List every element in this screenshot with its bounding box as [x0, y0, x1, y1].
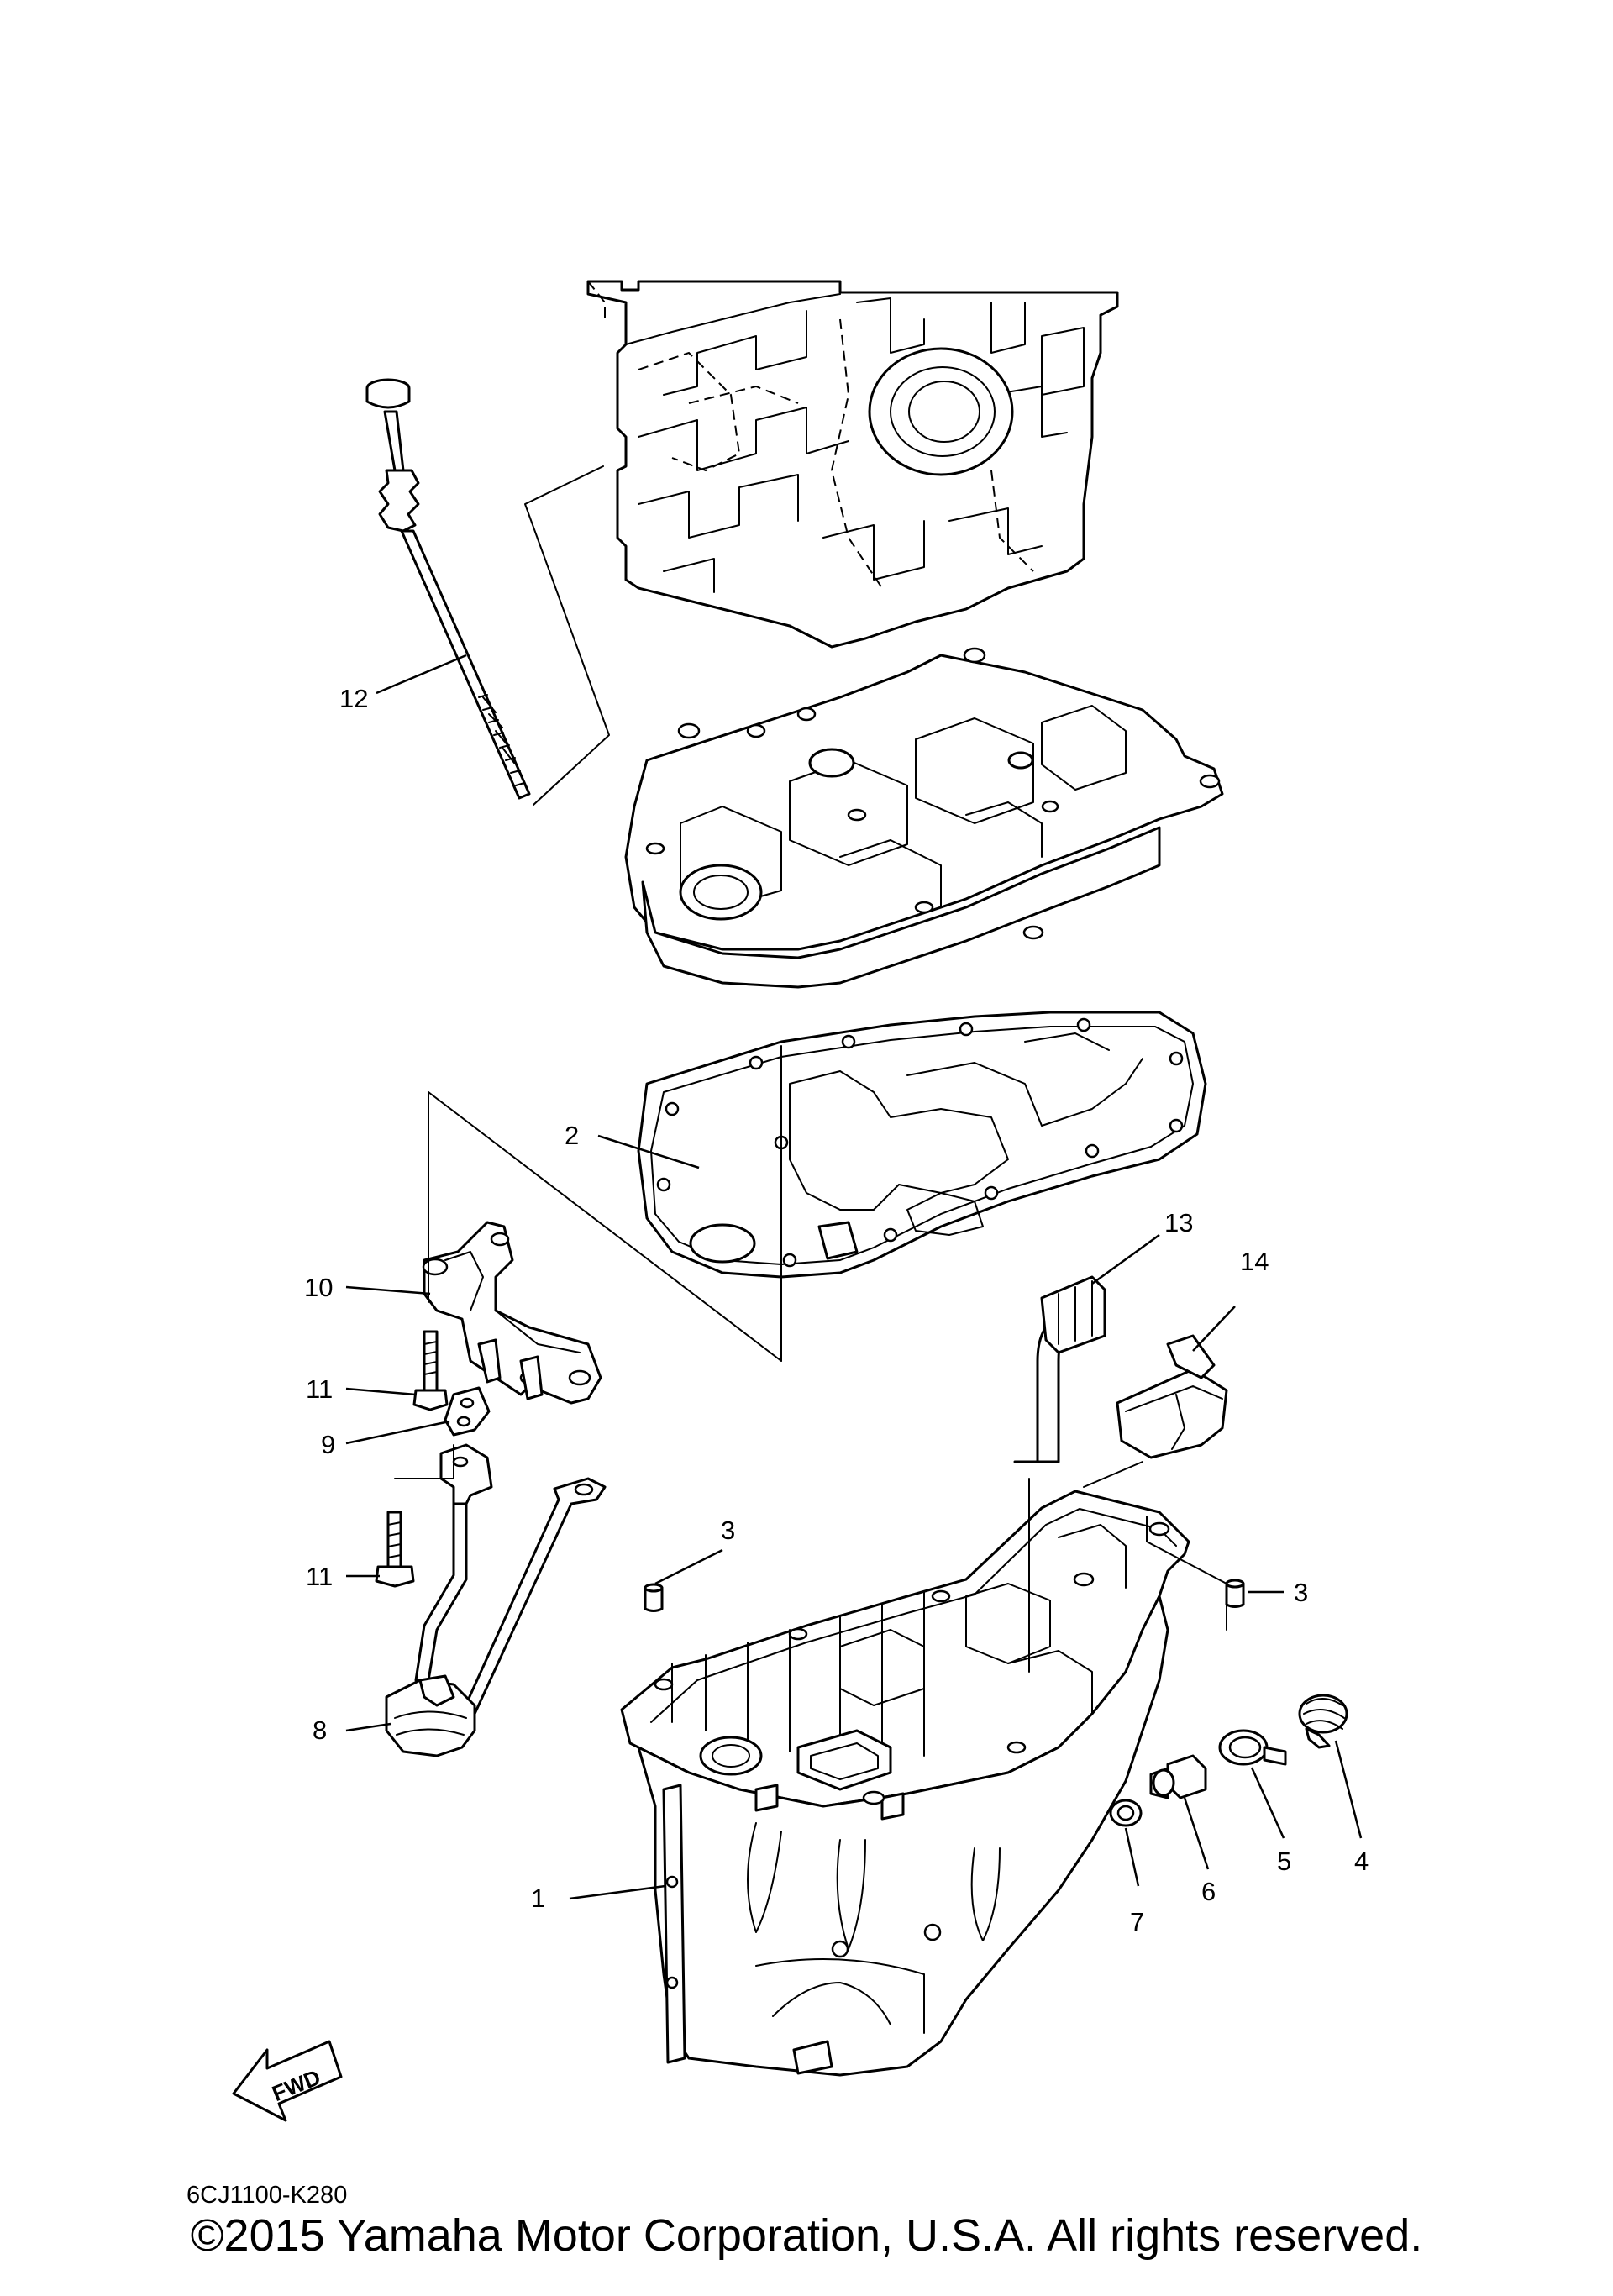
callout-7: 7: [1130, 1907, 1144, 1936]
strainer-bracket: [422, 1221, 602, 1405]
alignment-lines: [394, 465, 1227, 1673]
oil-strainer: [385, 1443, 607, 1757]
callout-1: 1: [531, 1884, 545, 1913]
callout-11-upper: 11: [306, 1374, 333, 1404]
hose-clamp: [1218, 1729, 1287, 1766]
breather-hose: [1013, 1275, 1106, 1463]
callout-labels: 1 2 3 3 4 5 6 7 8 9 10 11 11 12 13 14: [304, 684, 1369, 1936]
drain-bolt: [1149, 1754, 1207, 1799]
callout-5: 5: [1277, 1847, 1291, 1876]
strainer-gasket: [444, 1386, 491, 1437]
dipstick: [365, 378, 531, 800]
callout-6: 6: [1201, 1877, 1216, 1906]
callout-12: 12: [339, 684, 368, 713]
copyright-notice: ©2015 Yamaha Motor Corporation, U.S.A. A…: [190, 2210, 1423, 2261]
drain-fitting: [1298, 1694, 1348, 1749]
diagram-code: 6CJ1100-K280: [187, 2182, 347, 2209]
callout-13: 13: [1164, 1208, 1193, 1237]
engine-block: [586, 280, 1119, 649]
callout-2: 2: [565, 1121, 579, 1150]
callout-8: 8: [313, 1715, 327, 1745]
dowel-pin: [644, 1583, 664, 1612]
gasket: [637, 1011, 1207, 1279]
fwd-arrow: FWD: [232, 2040, 343, 2122]
dowel-pin: [1225, 1579, 1245, 1608]
bolt: [412, 1330, 449, 1411]
callout-3-right: 3: [1294, 1578, 1308, 1607]
callout-14: 14: [1240, 1247, 1269, 1276]
upper-plate: [624, 647, 1224, 989]
oil-pan: [620, 1490, 1190, 2077]
drain-gasket: [1109, 1799, 1143, 1827]
leader-lines: [345, 654, 1363, 1900]
callout-10: 10: [304, 1273, 333, 1302]
callout-11-lower: 11: [306, 1562, 333, 1591]
hose-holder: [1116, 1334, 1228, 1459]
bolt: [375, 1511, 415, 1588]
callout-3-left: 3: [721, 1516, 735, 1545]
callout-9: 9: [321, 1430, 335, 1459]
callout-4: 4: [1354, 1847, 1369, 1876]
